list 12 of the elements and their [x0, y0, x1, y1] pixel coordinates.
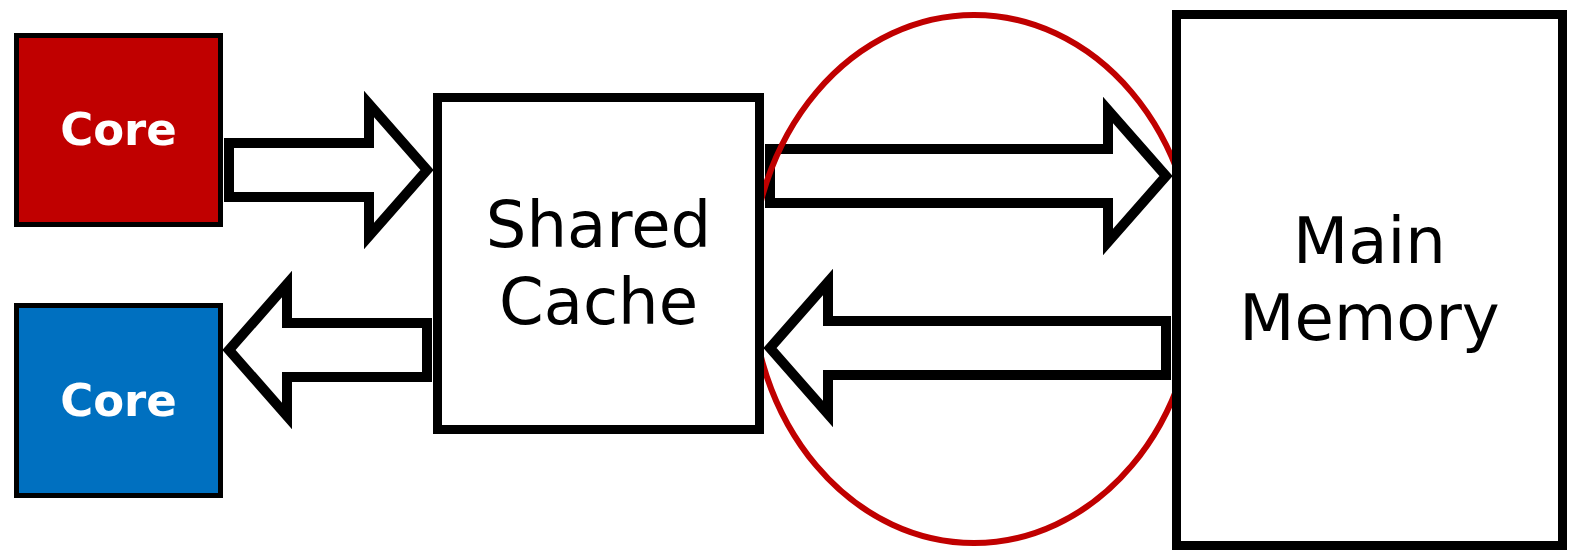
block-arrow: [224, 90, 434, 250]
memory-box: [1172, 10, 1567, 550]
node-label: Core: [60, 373, 177, 428]
core-box: [14, 303, 223, 498]
core-box: [14, 33, 223, 227]
cache-box: [433, 93, 764, 434]
block-arrow: [222, 270, 432, 430]
node-label: Core: [60, 103, 177, 157]
block-arrow: [763, 268, 1171, 428]
node-label: Shared Cache: [484, 186, 713, 341]
node-label: Main Memory: [1238, 203, 1501, 357]
block-arrow: [765, 96, 1173, 256]
